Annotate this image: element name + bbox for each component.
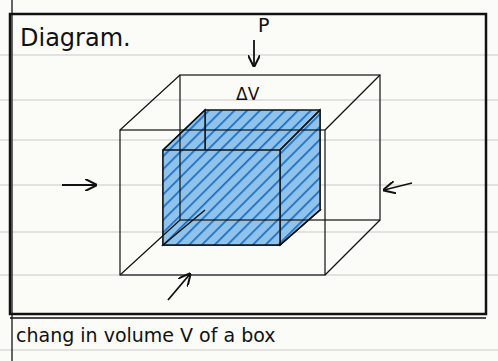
title: Diagram. <box>20 26 131 50</box>
original-box <box>120 75 380 275</box>
caption: chang in volume V of a box <box>16 326 275 345</box>
pressure-label: P <box>258 16 269 35</box>
frame <box>10 14 486 314</box>
margin-line <box>11 0 13 361</box>
ruled-lines <box>0 55 498 350</box>
volume-change-label: ΔV <box>236 86 259 103</box>
pressure-arrows <box>62 40 412 300</box>
frame-rule <box>10 317 486 319</box>
